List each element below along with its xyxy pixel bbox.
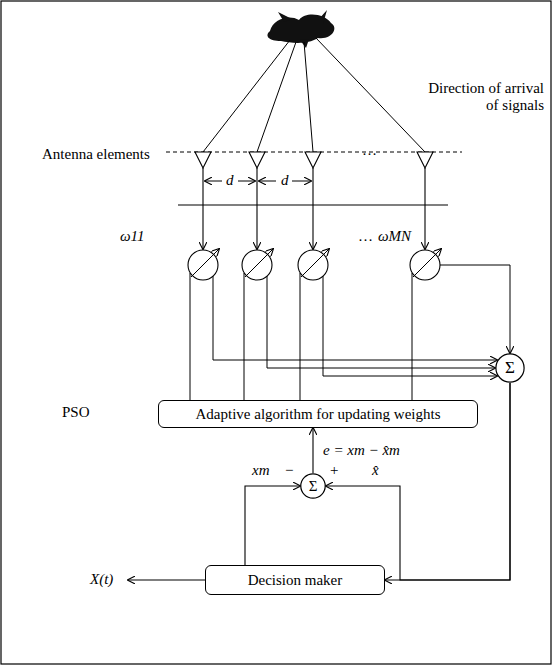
- summation-sign: Σ: [309, 478, 318, 495]
- signal-connector: [312, 428, 313, 473]
- spacing-label: d: [226, 172, 234, 189]
- sign-label: +: [330, 462, 338, 479]
- signal-label: xm: [252, 462, 270, 479]
- weighted-output-wire: [213, 265, 510, 376]
- process-box: Adaptive algorithm for updating weights: [158, 400, 478, 428]
- weight-multiplier: [188, 250, 440, 280]
- element-feed: [178, 168, 448, 249]
- arrival-rays: [203, 38, 425, 152]
- weight-label: ωMN: [378, 228, 411, 245]
- antenna-element: [195, 152, 433, 168]
- signal-label: X(t): [90, 571, 113, 588]
- ellipsis: …: [358, 228, 373, 245]
- summation-node: Σ: [300, 473, 326, 499]
- spacing-arrows: [205, 181, 311, 182]
- direction-note: Direction of arrival of signals: [414, 80, 544, 115]
- weight-label: ω11: [120, 228, 144, 245]
- spacing-label: d: [281, 172, 289, 189]
- summation-sign: Σ: [505, 359, 515, 378]
- signal-source: [267, 10, 334, 48]
- box-text: Adaptive algorithm for updating weights: [196, 406, 441, 423]
- antenna-label: Antenna elements: [42, 146, 150, 163]
- error-label: e = xm − x̂m: [321, 442, 402, 459]
- ellipsis: …: [362, 142, 377, 159]
- weight-control-line: [190, 273, 412, 400]
- output-arrow: [128, 579, 205, 580]
- signal-connector: [245, 486, 300, 565]
- weight-adjust-arrow: [191, 249, 441, 277]
- sign-label: −: [285, 462, 293, 479]
- summation-node: Σ: [495, 353, 525, 383]
- algorithm-label: PSO: [62, 404, 90, 421]
- signal-label: x̂: [372, 462, 379, 479]
- process-box: Decision maker: [205, 565, 385, 595]
- box-text: Decision maker: [248, 572, 343, 589]
